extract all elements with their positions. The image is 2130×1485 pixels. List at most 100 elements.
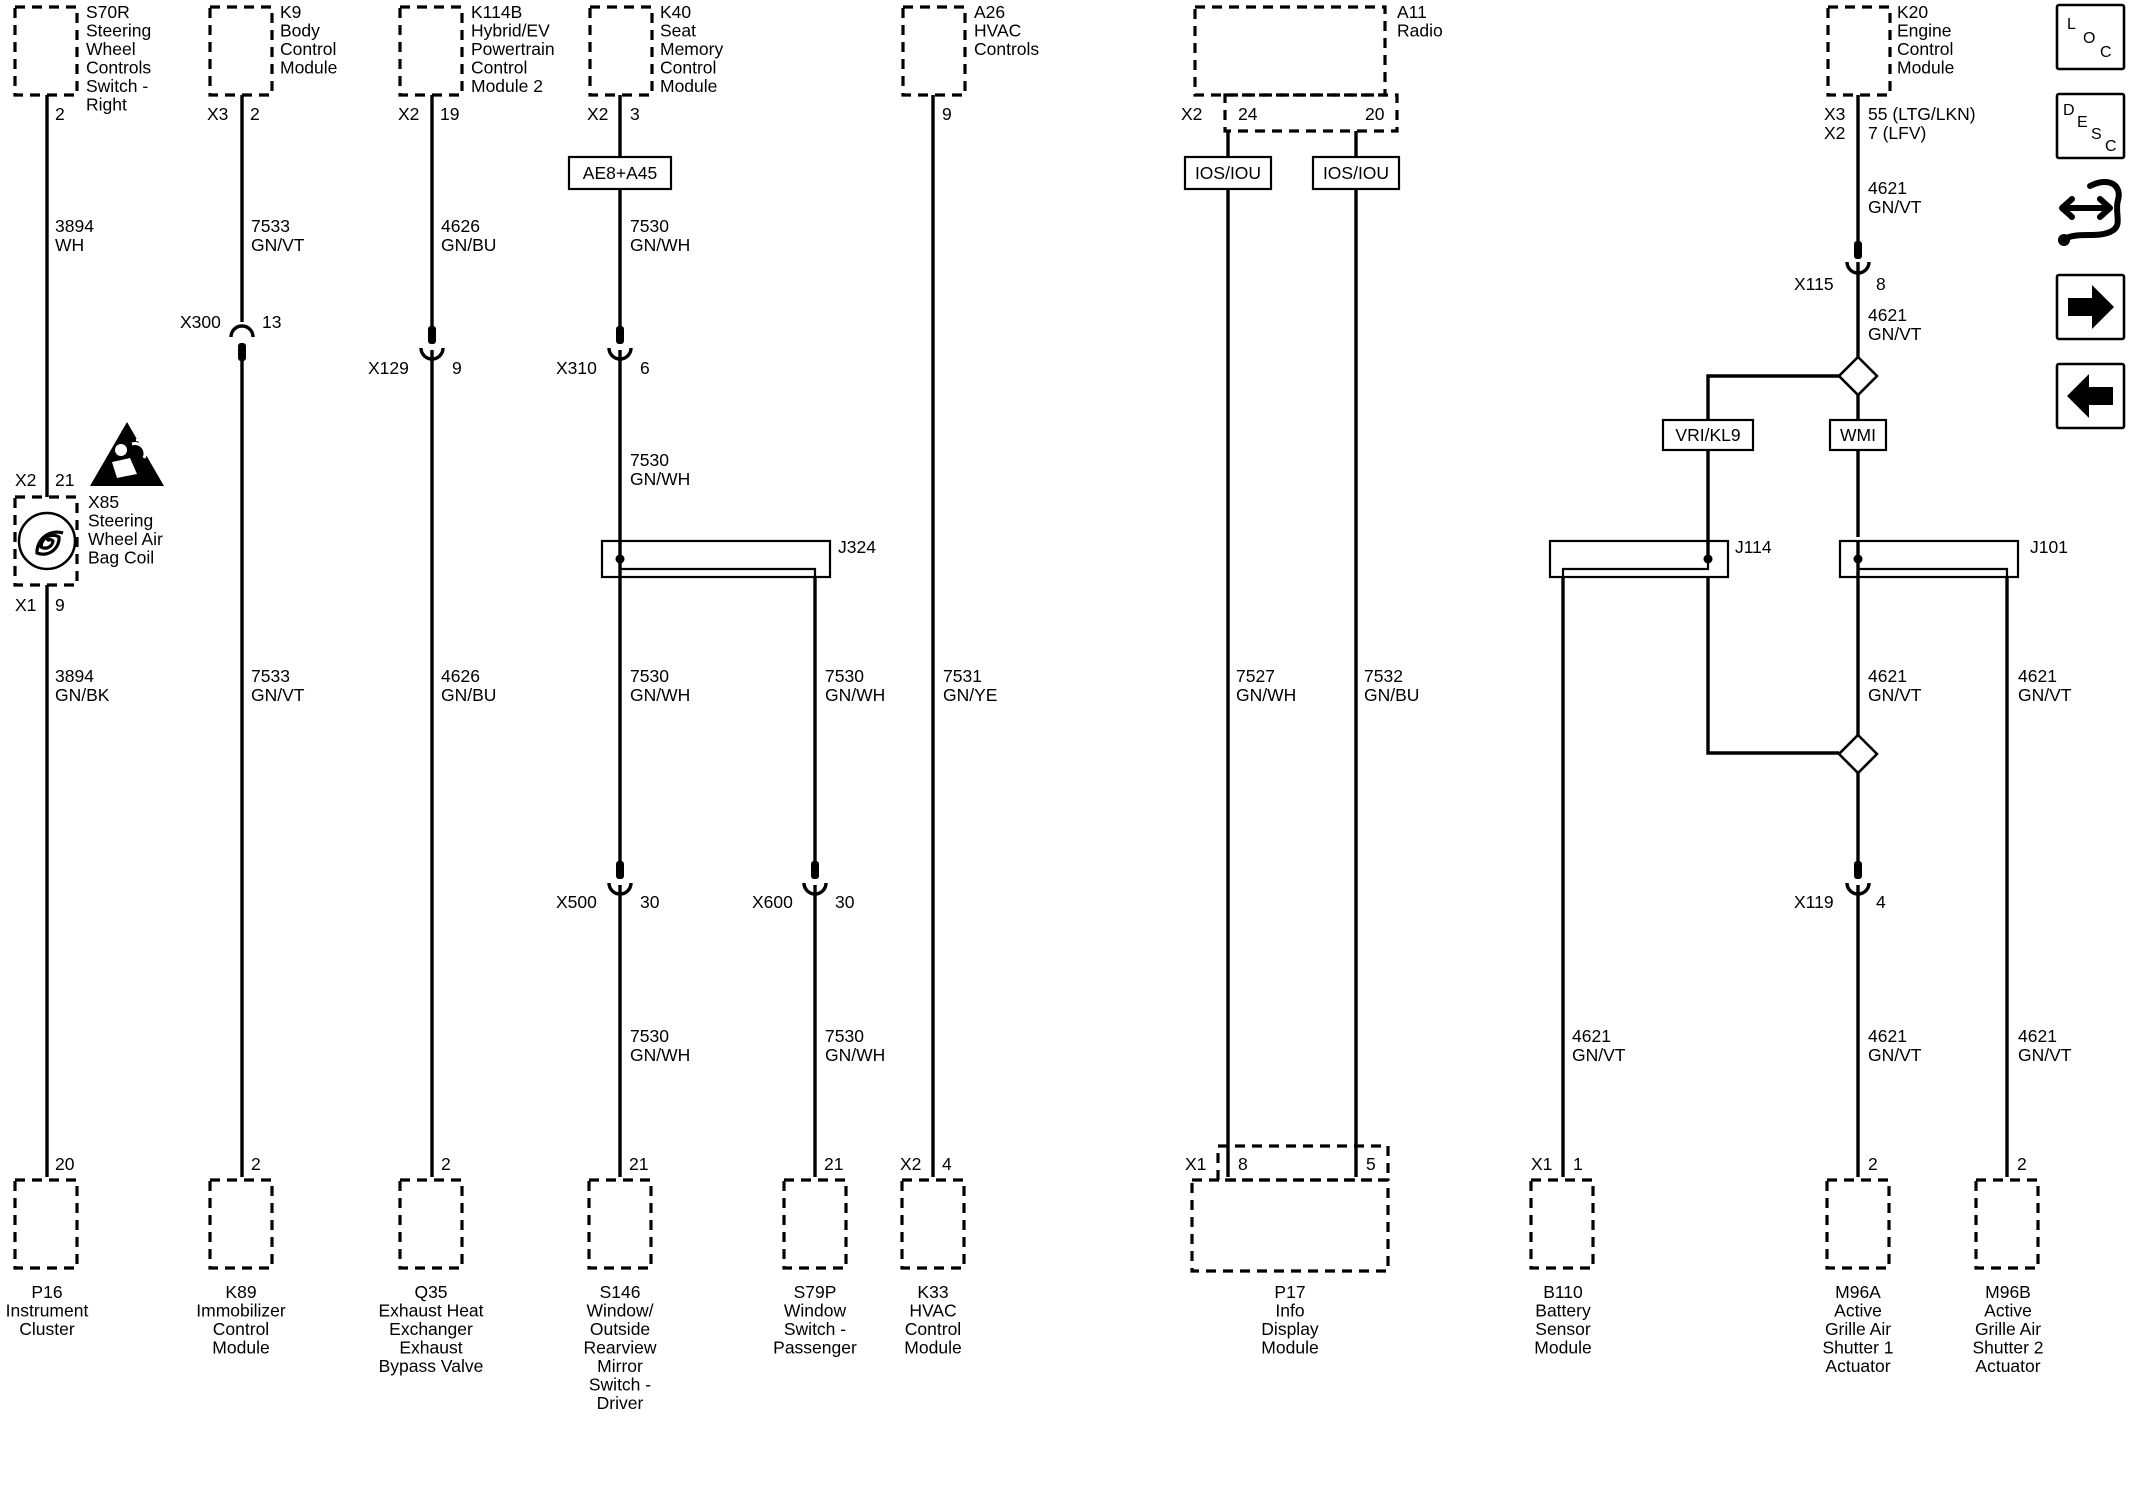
x300-label: X300 [180,312,221,332]
arrow-left-icon[interactable] [2055,362,2126,430]
m96b-pin: 2 [2017,1154,2027,1174]
inline-connectors: X300 13 X129 9 X310 6 X500 30 X600 30 X1… [180,241,1886,912]
a26-pin: 9 [942,104,952,124]
branch-diamonds [1837,355,1879,775]
m96b-box [1974,1178,2040,1270]
w4e-num: 7530 [825,666,864,686]
m96a-pin: 2 [1868,1154,1878,1174]
j324-label: J324 [838,537,876,557]
a11-connector-box [1223,93,1399,133]
x310-cup [607,347,633,361]
x119-pin [1854,861,1862,879]
loc-letter-o: O [2083,30,2095,47]
p16-box [13,1178,79,1270]
clockspring-coil-icon [17,511,77,571]
j324-splice [600,539,832,579]
wire-vri-branch [1706,374,1839,420]
desc-letter-s: S [2091,126,2102,143]
w8f-color: GN/VT [2018,685,2072,705]
a11-pin-20: 20 [1365,104,1385,124]
ios-option-label-2: IOS/IOU [1323,163,1389,183]
w8f-color-lower: GN/VT [2018,1045,2072,1065]
s146-box [587,1178,653,1270]
harness-routing-icon[interactable] [2058,179,2122,246]
ae8-option-label: AE8+A45 [583,163,657,183]
ae8-option-box [567,155,673,191]
w4c-color: GN/WH [630,685,690,705]
arrow-right-icon[interactable] [2055,273,2126,341]
w2a-num: 7533 [251,216,290,236]
x600-pin-label: 30 [835,892,855,912]
nav-buttons: L O C D E S C [2055,3,2126,430]
x129-label: X129 [368,358,409,378]
w8f-num: 4621 [2018,666,2057,686]
bottom-modules [13,1144,2040,1273]
x85-top-pin: 21 [55,470,74,490]
w4c-num: 7530 [630,666,669,686]
k40-box [588,5,654,97]
w1b-color: GN/BK [55,685,110,705]
ios-option-label-1: IOS/IOU [1195,163,1261,183]
x300-pin-label: 13 [262,312,281,332]
w8e-num: 4621 [1572,1026,1611,1046]
q35-box [398,1178,464,1270]
w8c-num: 4621 [1868,666,1907,686]
w3b-num: 4626 [441,666,480,686]
x500-label: X500 [556,892,597,912]
k20-connector-2: X2 [1824,123,1845,143]
w8a-num: 4621 [1868,178,1907,198]
j114-bus [1561,559,1710,577]
w2b-color: GN/VT [251,685,305,705]
x300-cup [229,324,255,338]
w4e-color: GN/WH [825,685,885,705]
desc-letter-e: E [2077,114,2088,131]
w3a-num: 4626 [441,216,480,236]
a11-pin-24: 24 [1238,104,1258,124]
w7-color: GN/BU [1364,685,1419,705]
desc-letter-c2: C [2105,138,2117,155]
s146-pin: 21 [629,1154,648,1174]
airbag-warning-icon [90,422,164,486]
x600-label: X600 [752,892,793,912]
w1a-num: 3894 [55,216,94,236]
x129-pin-label: 9 [452,358,462,378]
j101-splice [1838,539,2020,579]
wmi-option-box [1828,418,1888,452]
x119-label: X119 [1794,892,1834,912]
k9-box [208,5,274,97]
wires [45,95,2009,1177]
k20-pin-2: 7 (LFV) [1868,123,1926,143]
s79p-box [782,1178,848,1270]
k9-pin: 2 [250,104,260,124]
w1a-color: WH [55,235,84,255]
w2a-color: GN/VT [251,235,305,255]
option-boxes: AE8+A45 IOS/IOU IOS/IOU VRI/KL9 WMI [567,155,1888,452]
loc-button[interactable]: L O C [2055,3,2126,71]
k114b-pin: 19 [440,104,459,124]
b110-connector: X1 [1531,1154,1552,1174]
x310-label: X310 [556,358,597,378]
w5-num: 7531 [943,666,982,686]
j114-label: J114 [1735,537,1772,557]
w8a-color: GN/VT [1868,197,1922,217]
ios-option-box-1 [1183,155,1273,191]
x85-box [13,495,79,587]
ios-option-box-2 [1311,155,1401,191]
vri-option-box [1661,418,1755,452]
w8c-color: GN/VT [1868,685,1922,705]
x129-pin [428,326,436,344]
x85-top-connector: X2 [15,470,36,490]
w5-color: GN/YE [943,685,997,705]
q35-pin: 2 [441,1154,451,1174]
desc-button[interactable]: D E S C [2055,92,2126,160]
